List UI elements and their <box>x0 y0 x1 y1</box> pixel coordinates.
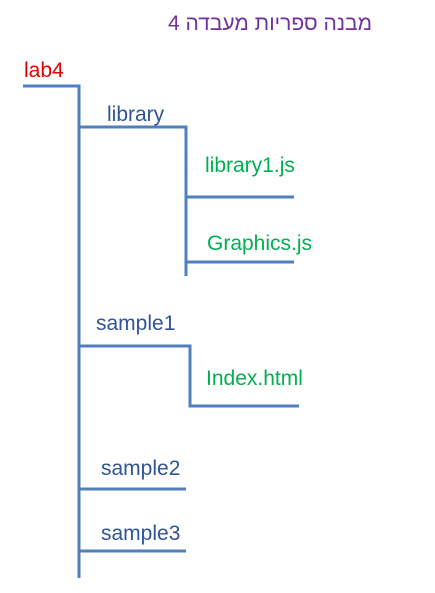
folder-label-library: library <box>107 103 165 126</box>
file-label-library1-js: library1.js <box>205 154 295 177</box>
folder-label-sample3: sample3 <box>101 522 181 545</box>
library-connector <box>79 125 188 276</box>
file-label-index-html: Index.html <box>206 367 303 390</box>
file-label-graphics-js: Graphics.js <box>207 232 313 255</box>
diagram-title: מבנה ספריות מעבדה 4 <box>168 12 372 35</box>
root-connector <box>23 84 81 578</box>
folder-label-sample2: sample2 <box>101 457 181 480</box>
sample1-connector <box>79 344 299 408</box>
root-folder-label: lab4 <box>24 59 64 82</box>
folder-label-sample1: sample1 <box>96 312 176 335</box>
